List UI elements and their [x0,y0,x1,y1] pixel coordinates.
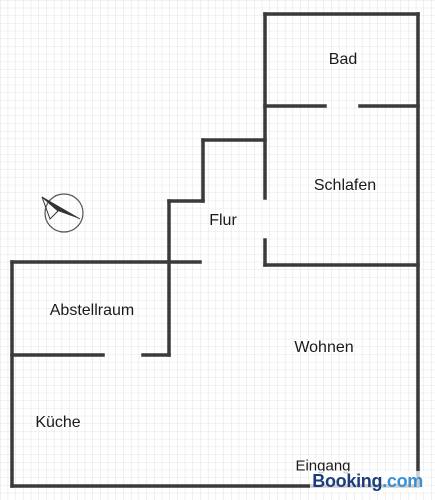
watermark-part2: .com [382,471,423,491]
room-label-abstellraum: Abstellraum [49,302,135,319]
walls [10,12,420,488]
room-label-bad: Bad [328,51,358,68]
booking-watermark: Booking.com [310,471,425,492]
north-arrow-icon [41,193,84,233]
room-label-eingang: Eingang [295,457,351,475]
room-label-wohnen: Wohnen [294,339,354,356]
watermark-part1: Booking [312,471,383,491]
room-label-flur: Flur [209,212,237,229]
room-label-kueche: Küche [35,414,81,431]
room-label-schlafen: Schlafen [313,177,377,194]
